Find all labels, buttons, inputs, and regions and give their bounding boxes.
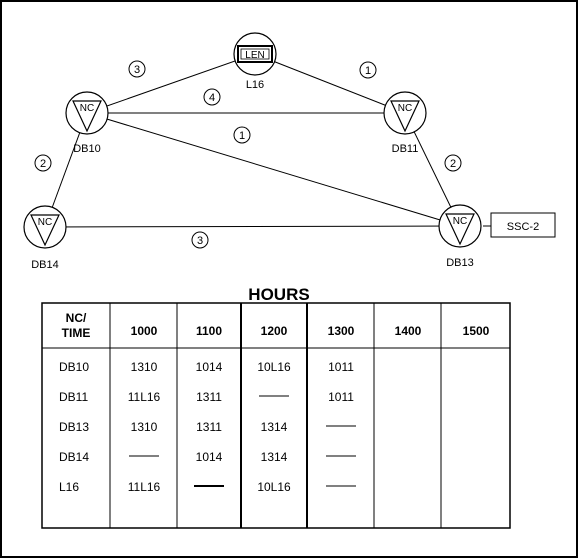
link-l16-db11: 1: [254, 53, 406, 114]
table-cell: 11L16: [128, 480, 161, 494]
table-cell: 11L16: [128, 390, 161, 404]
column-header-1400: 1400: [395, 324, 422, 338]
link-count-label: 1: [239, 130, 245, 142]
link-count-badge: [128, 60, 146, 78]
table-cell: 10L16: [257, 480, 291, 494]
nc-triangle-icon: [72, 100, 102, 133]
link-count-badge: [203, 88, 221, 106]
table-row: DB11 11L16 1311 1011: [59, 390, 354, 404]
corner-header-line1: NC/: [66, 311, 87, 325]
link-db10-l16: 3: [86, 53, 256, 114]
schedule-table: NC/ TIME 1000 1100 1200 1300 1400 1500 DB10 13…: [41, 302, 511, 529]
link-count-badge: [191, 231, 209, 249]
table-row: DB14 1014 1314: [59, 450, 356, 464]
schedule-title: HOURS: [248, 285, 309, 304]
node-db13: NC DB13: [438, 204, 482, 269]
link-db10-db11: 4: [87, 88, 405, 114]
row-nc-label: DB13: [59, 420, 89, 434]
column-header-1300: 1300: [328, 324, 355, 338]
row-nc-label: DB14: [59, 450, 89, 464]
column-header-1200: 1200: [261, 324, 288, 338]
node-label: DB10: [73, 143, 101, 155]
table-cell: 1011: [328, 360, 354, 374]
row-nc-label: DB10: [59, 360, 89, 374]
table-row: DB10 1310 1014 10L16 1011: [59, 360, 354, 374]
node-label: DB14: [31, 259, 59, 271]
table-cell: 1011: [328, 390, 354, 404]
node-type-label: NC: [398, 103, 412, 114]
link-count-badge: [359, 61, 377, 79]
node-db10: NC DB10: [65, 91, 109, 155]
link-db14-db13: 3: [44, 225, 461, 249]
link-count-label: 4: [209, 92, 215, 104]
node-type-label: NC: [80, 103, 94, 114]
column-header-1000: 1000: [131, 324, 158, 338]
nc-triangle-icon: [390, 100, 420, 133]
link-count-label: 2: [40, 158, 46, 170]
table-row: L16 11L16 10L16: [59, 480, 356, 494]
node-label: DB13: [446, 257, 474, 269]
node-db11: NC DB11: [383, 91, 427, 155]
column-header-1100: 1100: [196, 324, 222, 338]
link-count-badge: [233, 126, 251, 144]
table-cell: 1310: [131, 420, 158, 434]
column-headers: 1000 1100 1200 1300 1400 1500: [131, 324, 490, 338]
table-cell: 1311: [196, 390, 222, 404]
len-box-icon: [237, 45, 273, 63]
link-db10-db13: 1: [86, 112, 461, 227]
link-count-label: 3: [134, 64, 140, 76]
link-count-label: 3: [197, 235, 203, 247]
table-cell: 1014: [196, 450, 223, 464]
node-type-label: NC: [453, 216, 467, 227]
link-count-label: 2: [450, 158, 456, 170]
node-l16: LEN L16: [233, 32, 277, 91]
table-cell: 1314: [261, 450, 288, 464]
node-label: DB11: [392, 143, 419, 155]
row-nc-label: DB11: [59, 390, 88, 404]
row-nc-label: L16: [59, 480, 79, 494]
table-cell: 1014: [196, 360, 223, 374]
column-header-1500: 1500: [463, 324, 490, 338]
table-row: DB13 1310 1311 1314: [59, 420, 356, 434]
external-box-label: SSC-2: [507, 221, 539, 233]
node-type-label: NC: [38, 217, 52, 228]
table-cell: 1310: [131, 360, 158, 374]
link-count-badge: [34, 154, 52, 172]
table-cell: 1311: [196, 420, 222, 434]
node-db14: NC DB14: [23, 205, 67, 271]
nc-triangle-icon: [30, 214, 60, 247]
node-type-label: LEN: [245, 50, 264, 61]
table-cell: 1314: [261, 420, 288, 434]
link-count-label: 1: [365, 65, 371, 77]
external-box: SSC-2: [483, 212, 556, 238]
corner-header-line2: TIME: [62, 326, 91, 340]
table-cell: 10L16: [257, 360, 291, 374]
nc-triangle-icon: [445, 213, 475, 246]
link-count-badge: [444, 154, 462, 172]
node-label: L16: [246, 79, 264, 91]
